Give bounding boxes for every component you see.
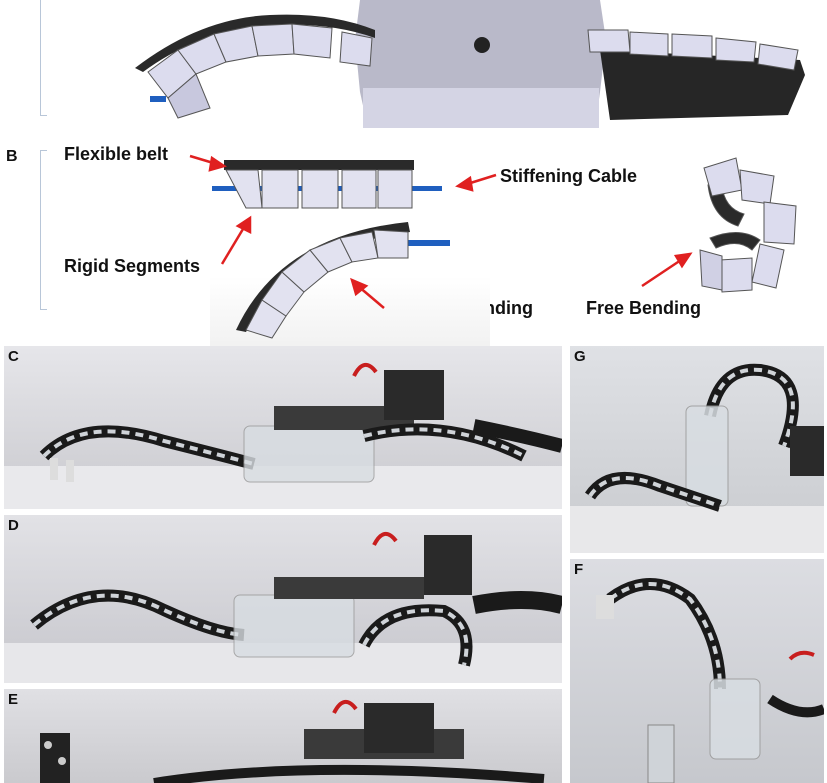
panel-label-e: E (8, 691, 19, 708)
body-hole (474, 37, 490, 53)
photo-panel-d: D (4, 515, 562, 683)
robot-photo-g (570, 363, 824, 553)
arrow-free-bending (641, 256, 685, 288)
robot-photo-d (4, 532, 562, 683)
left-segments (147, 23, 373, 119)
free-bending-curl (699, 157, 797, 293)
label-stiffening-cable: Stiffening Cable (500, 166, 638, 186)
robot-body-lower (363, 88, 599, 128)
photo-panel-f: F (570, 559, 824, 783)
panel-b-schematic (189, 154, 797, 366)
panel-label-f: F (574, 561, 584, 578)
panel-label-c: C (8, 348, 19, 365)
right-belt (600, 50, 805, 120)
left-cable (150, 96, 166, 102)
label-rigid-segments: Rigid Segments (64, 256, 201, 276)
robot-photo-c (4, 363, 562, 509)
label-free-bending: Free Bending (586, 298, 702, 318)
arrow-rigid-segments (220, 223, 248, 265)
panel-a-bracket (40, 0, 47, 116)
label-flexible-belt: Flexible belt (64, 144, 169, 164)
photo-panel-e: E (4, 689, 562, 783)
arrows (189, 154, 693, 309)
robot-photo-e (40, 700, 545, 783)
straight-belt (224, 160, 414, 170)
curved-segments (245, 229, 409, 339)
panel-label-b: B (6, 148, 18, 165)
photo-panel-g: G (570, 346, 824, 553)
panel-a (0, 0, 827, 130)
panel-b-bracket (40, 150, 47, 310)
robot-photo-f (596, 578, 824, 783)
photo-panel-c: C (4, 346, 562, 509)
straight-segments (225, 169, 413, 209)
panel-label-g: G (574, 348, 586, 365)
curved-cable (408, 240, 450, 246)
right-segments (587, 29, 799, 71)
panel-label-d: D (8, 517, 19, 534)
panel-a-cad-model (135, 0, 805, 128)
